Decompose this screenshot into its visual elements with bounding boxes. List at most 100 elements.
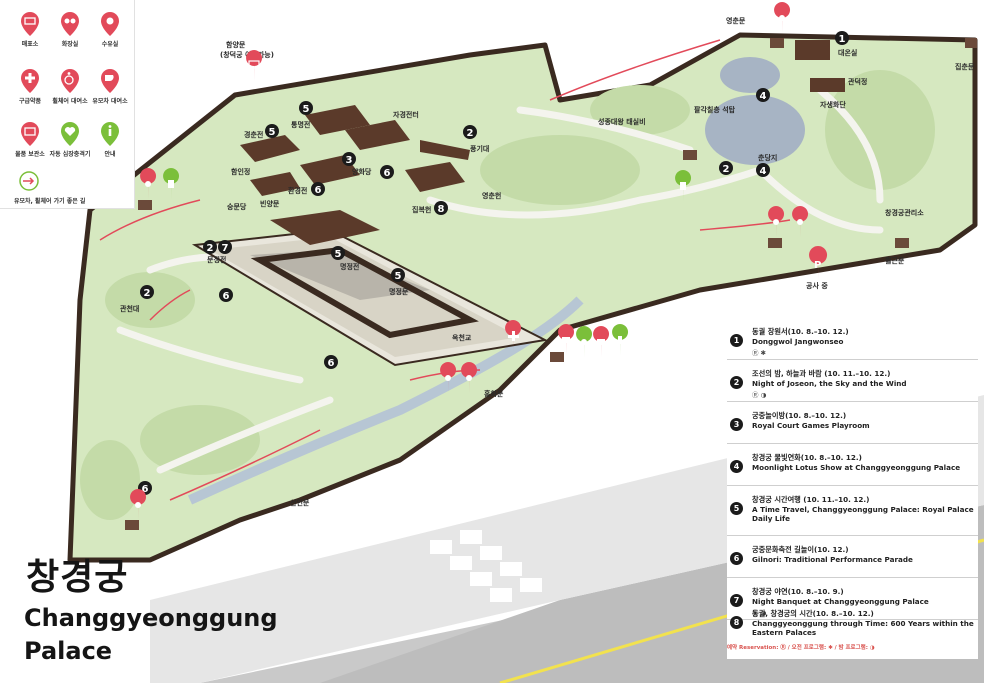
legend-label: 휠체어 대여소 — [52, 98, 88, 105]
ticket-office-icon — [21, 12, 39, 36]
small-huts — [125, 38, 977, 530]
aed-pin — [576, 326, 593, 358]
map-legend: 매표소 화장실 수유실 구급약품 휠체어 대여소 유모차 대여소 물품 보관소 … — [0, 0, 135, 209]
label-daeonsil: 대온실 — [838, 48, 857, 57]
program-title-en: Royal Court Games Playroom — [752, 421, 870, 430]
map-number-2: 2 — [203, 240, 217, 254]
info-icon — [101, 122, 119, 146]
main-palace-complex — [191, 210, 549, 367]
svg-text:5: 5 — [269, 127, 276, 138]
program-title-ko: 창경궁 야연(10. 8.–10. 9.) — [752, 587, 844, 596]
svg-text:6: 6 — [315, 185, 322, 196]
program-item: 3 궁중놀이방(10. 8.–10. 12.) Royal Court Game… — [727, 405, 978, 444]
stroller-rental-icon — [101, 69, 119, 93]
program-title-ko: 조선의 밤, 하늘과 바람 (10. 11.–10. 12.) — [752, 369, 891, 378]
map-number-3: 3 — [342, 152, 356, 166]
program-number: 7 — [730, 594, 743, 607]
restroom-pin — [774, 2, 791, 35]
info-pin — [675, 170, 692, 202]
accessible-route — [99, 39, 791, 501]
map-number-5: 5 — [299, 101, 313, 115]
label-okcheongyo: 옥천교 — [452, 333, 472, 342]
legend-locker: 물품 보관소 — [8, 120, 52, 158]
program-icons: Ⓡ ◑ — [752, 391, 767, 399]
svg-text:7: 7 — [222, 243, 229, 254]
lawn-patches — [80, 70, 935, 520]
program-icons: Ⓡ ✱ — [752, 349, 767, 357]
legend-wheelchair: 휠체어 대여소 — [48, 67, 92, 105]
map-number-5: 5 — [391, 268, 405, 282]
legend-nursing-room: 수유실 — [88, 10, 132, 48]
program-item: 4 창경궁 물빛연화(10. 8.–10. 12.) Moonlight Lot… — [727, 447, 978, 486]
program-number: 4 — [730, 460, 743, 473]
nursing-room-icon — [101, 12, 119, 36]
page-title-english-line2: Palace — [24, 637, 113, 665]
wheelchair-pin — [440, 362, 457, 394]
legend-label: 자동 심장충격기 — [49, 151, 91, 158]
legend-ticket-office: 매표소 — [8, 10, 52, 48]
paths — [116, 86, 884, 474]
label-tongmyeongjeon: 통명전 — [291, 120, 310, 129]
legend-route-label: 유모차, 휠체어 가기 좋은 길 — [14, 198, 86, 205]
crosswalk — [430, 530, 542, 602]
label-jaseondang: 자생화단 — [820, 100, 846, 109]
label-punggidae: 풍기대 — [470, 144, 489, 153]
map-number-5: 5 — [265, 124, 279, 138]
legend-first-aid: 구급약품 — [8, 67, 52, 105]
legend-label: 구급약품 — [18, 98, 42, 105]
map-number-2: 2 — [463, 125, 477, 139]
svg-text:4: 4 — [760, 91, 767, 102]
legend-label: 수유실 — [101, 41, 119, 48]
program-title-en: Donggwol Jangwonseo — [752, 337, 844, 346]
parking-pin: P — [809, 246, 828, 281]
label-seongjong: 성종대왕 태실비 — [598, 117, 646, 126]
program-title-en: Night of Joseon, the Sky and the Wind — [752, 379, 907, 388]
info-pin — [612, 324, 629, 356]
program-icons: Ⓡ ◑ — [752, 609, 767, 617]
program-title-ko: 동궐 장원서(10. 8.–10. 12.) — [752, 327, 849, 336]
program-item: 7 창경궁 야연(10. 8.–10. 9.) Night Banquet at… — [727, 581, 978, 620]
legend-stroller: 유모차 대여소 — [88, 67, 132, 105]
program-title-ko: 동궐, 창경궁의 시간(10. 8.–10. 12.) — [752, 609, 874, 618]
first-aid-pin — [505, 320, 522, 352]
program-number: 3 — [730, 418, 743, 431]
label-honghwamun: 홍화문 — [484, 389, 504, 398]
legend-label: 물품 보관소 — [15, 151, 45, 158]
program-item: 2 조선의 밤, 하늘과 바람 (10. 11.–10. 12.) Night … — [727, 363, 978, 402]
svg-text:6: 6 — [328, 358, 335, 369]
small-pond — [720, 57, 780, 93]
chundangji-pond — [705, 95, 805, 165]
legend-label: 화장실 — [61, 41, 79, 48]
legend-label: 안내 — [104, 151, 116, 158]
label-hwanhyeonjeon: 환경전 — [288, 186, 307, 195]
program-item: 6 궁중문화축전 길놀이(10. 12.) Gilnori: Tradition… — [727, 539, 978, 578]
page-title-english-line1: Changgyeonggung — [24, 604, 278, 632]
program-title-ko: 창경궁 물빛연화(10. 8.–10. 12.) — [752, 453, 862, 462]
svg-text:2: 2 — [723, 164, 730, 175]
program-title-ko: 궁중문화축전 길놀이(10. 12.) — [752, 545, 849, 554]
map-number-1: 1 — [835, 31, 849, 45]
restroom-pin — [140, 168, 157, 200]
label-munjeongjeon: 문정전 — [207, 255, 226, 264]
pavilion-buildings — [240, 40, 845, 196]
label-bindangmun: 빈양문 — [260, 199, 280, 208]
program-title-en: Changgyeonggung through Time: 600 Years … — [752, 619, 974, 637]
map-number-6: 6 — [219, 288, 233, 302]
svg-text:2: 2 — [144, 288, 151, 299]
restroom-pin — [768, 206, 785, 238]
restroom-pin — [792, 206, 809, 238]
label-palgak: 팔각칠층 석탑 — [694, 105, 736, 114]
svg-text:1: 1 — [839, 34, 846, 45]
program-title-ko: 창경궁 시간여행 (10. 11.–10. 12.) — [752, 495, 870, 504]
svg-text:6: 6 — [142, 484, 149, 495]
label-yeongchunheon: 영춘헌 — [482, 191, 501, 200]
label-myeongjeongmun: 명정문 — [389, 287, 409, 296]
label-jipbokheon: 집복헌 — [412, 205, 431, 214]
program-title-ko: 궁중놀이방(10. 8.–10. 12.) — [752, 411, 847, 420]
label-office: 창경궁관리소 — [885, 208, 924, 217]
svg-text:P: P — [814, 260, 821, 271]
program-number: 6 — [730, 552, 743, 565]
reservation-note: 예약 Reservation: Ⓡ / 오전 프로그램: ✱ / 밤 프로그램:… — [727, 645, 875, 651]
page-title-korean: 창경궁 — [26, 557, 129, 598]
program-number: 2 — [730, 376, 743, 389]
